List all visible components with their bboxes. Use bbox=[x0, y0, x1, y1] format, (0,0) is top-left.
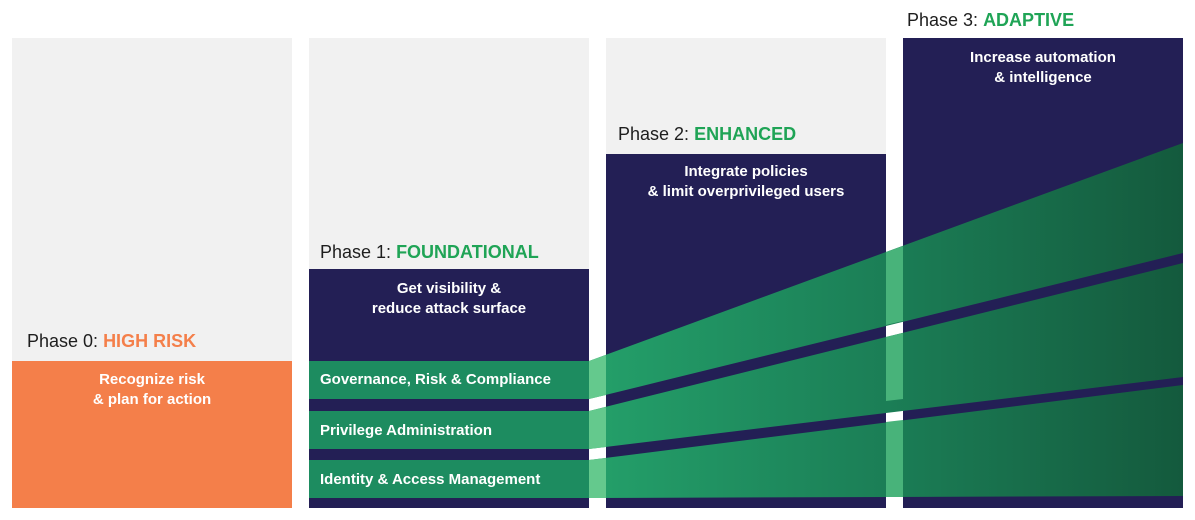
band-identity-highlight bbox=[589, 458, 606, 498]
band-governance-highlight-3 bbox=[886, 246, 903, 325]
phase-1-title: Phase 1: FOUNDATIONAL bbox=[320, 241, 539, 263]
phase-3-prefix: Phase 3: bbox=[907, 10, 984, 30]
band-label-governance: Governance, Risk & Compliance bbox=[320, 371, 551, 388]
band-privilege-highlight-3 bbox=[886, 333, 903, 401]
phase-2-prefix: Phase 2: bbox=[618, 124, 695, 144]
band-privilege-shape bbox=[309, 263, 1183, 449]
phase-3-keyword: ADAPTIVE bbox=[983, 10, 1075, 30]
phase-2-description-line1: Integrate policies bbox=[684, 163, 808, 180]
phase-0-box: Recognize risk & plan for action bbox=[12, 361, 292, 508]
band-label-identity: Identity & Access Management bbox=[320, 471, 541, 488]
phase-2-description: Integrate policies & limit overprivilege… bbox=[606, 162, 886, 202]
band-identity-left bbox=[309, 460, 589, 498]
phase-0-description: Recognize risk & plan for action bbox=[12, 370, 292, 410]
phase-2-description-line2: & limit overprivileged users bbox=[647, 183, 845, 200]
phase-1-description-line2: reduce attack surface bbox=[371, 300, 527, 317]
phase-0-description-line1: Recognize risk bbox=[99, 371, 205, 388]
phase-3-description-line2: & intelligence bbox=[994, 69, 1092, 86]
band-label-privilege: Privilege Administration bbox=[320, 422, 492, 439]
phase-3-title: Phase 3: ADAPTIVE bbox=[907, 9, 1074, 31]
band-privilege-highlight bbox=[589, 407, 606, 449]
band-governance-left bbox=[309, 361, 589, 399]
phase-1-keyword: FOUNDATIONAL bbox=[396, 242, 539, 262]
phase-2-keyword: ENHANCED bbox=[694, 124, 797, 144]
phase-2-title: Phase 2: ENHANCED bbox=[618, 123, 796, 145]
phase-1-prefix: Phase 1: bbox=[320, 242, 397, 262]
phase-0-keyword: HIGH RISK bbox=[103, 331, 197, 351]
phase-0-title: Phase 0: HIGH RISK bbox=[27, 330, 196, 352]
phase-0-prefix: Phase 0: bbox=[27, 331, 104, 351]
phase-3-description-line1: Increase automation bbox=[970, 49, 1116, 66]
band-governance-highlight bbox=[589, 355, 606, 399]
band-privilege-left bbox=[309, 411, 589, 449]
phase-3-description: Increase automation & intelligence bbox=[903, 48, 1183, 88]
phase-0-description-line2: & plan for action bbox=[92, 391, 212, 408]
phase-1-description-line1: Get visibility & bbox=[396, 280, 502, 297]
phase-1-description: Get visibility & reduce attack surface bbox=[309, 279, 589, 319]
band-identity-highlight-3 bbox=[886, 420, 903, 497]
